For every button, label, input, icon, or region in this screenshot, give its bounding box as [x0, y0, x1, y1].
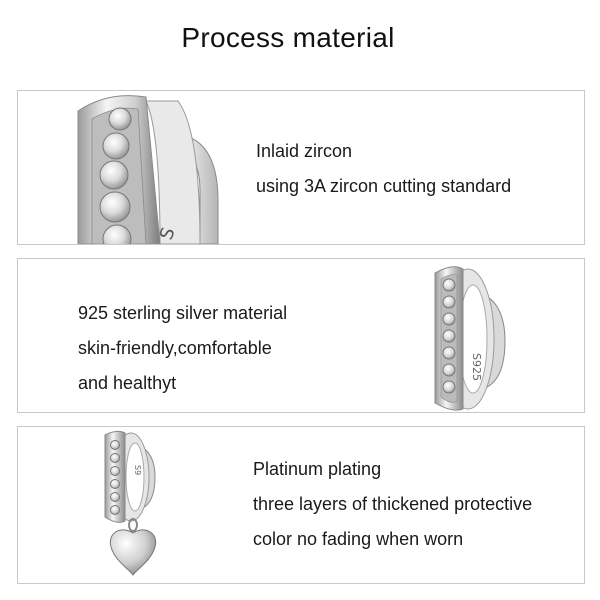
page-title: Process material [181, 22, 395, 53]
feature-line: Inlaid zircon [256, 141, 353, 161]
feature-line: color no fading when worn [253, 529, 464, 549]
svg-text:S925: S925 [470, 353, 483, 381]
silver-spacer-charm-image: S925 [434, 266, 506, 411]
panel-platinum-plating: S9 Platinum plating three layers of thic… [17, 426, 585, 584]
feature-line: skin-friendly,comfortable [78, 338, 272, 358]
feature-line: three layers of thickened protective [253, 494, 533, 514]
panel-sterling-silver: 925 sterling silver material skin-friend… [17, 258, 585, 413]
svg-text:S9: S9 [133, 465, 142, 475]
feature-line: Platinum plating [253, 459, 382, 479]
heart-dangle-charm-image: S9 [104, 430, 157, 576]
panel-inlaid-zircon: S Inlaid zircon using 3A zircon cutting … [17, 90, 585, 245]
zircon-ring-closeup-image: S [77, 95, 219, 244]
feature-line: 925 sterling silver material [78, 303, 288, 323]
feature-line: and healthyt [78, 373, 177, 393]
feature-line: using 3A zircon cutting standard [256, 176, 512, 196]
